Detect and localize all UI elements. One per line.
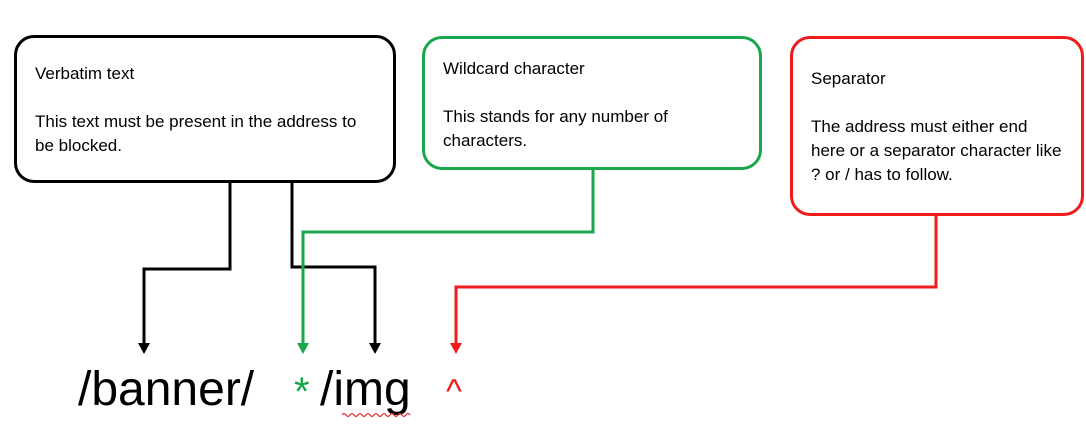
verbatim-text-box: Verbatim text This text must be present … bbox=[14, 35, 396, 183]
verbatim-connector-img bbox=[290, 182, 377, 345]
verbatim-text-description: This text must be present in the address… bbox=[35, 112, 357, 155]
pattern-img: /img bbox=[320, 363, 411, 416]
verbatim-arrowhead-img bbox=[369, 343, 381, 354]
wildcard-connector bbox=[301, 169, 595, 345]
separator-box: Separator The address must either end he… bbox=[790, 36, 1084, 216]
pattern-banner: /banner/ bbox=[78, 363, 255, 416]
wildcard-arrowhead bbox=[297, 343, 309, 354]
verbatim-arrowhead-banner bbox=[138, 343, 150, 354]
separator-description: The address must either end here or a se… bbox=[811, 117, 1062, 184]
wildcard-character-box: Wildcard character This stands for any n… bbox=[422, 36, 762, 170]
wildcard-character-title: Wildcard character bbox=[443, 59, 585, 78]
verbatim-text-title: Verbatim text bbox=[35, 64, 135, 83]
pattern-wildcard-star: * bbox=[294, 370, 310, 414]
verbatim-connector-banner bbox=[142, 182, 232, 345]
pattern-separator-caret: ^ bbox=[446, 373, 462, 411]
separator-title: Separator bbox=[811, 69, 886, 88]
wildcard-character-description: This stands for any number of characters… bbox=[443, 107, 668, 150]
spellcheck-squiggle bbox=[342, 412, 411, 418]
separator-connector bbox=[454, 215, 938, 345]
separator-arrowhead bbox=[450, 343, 462, 354]
